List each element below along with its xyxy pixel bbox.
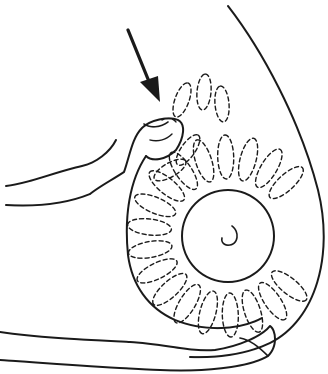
lobule-18 — [134, 254, 181, 288]
lobule-2 — [189, 138, 218, 185]
finger-crease-2 — [150, 134, 172, 141]
arrow-shaft — [128, 30, 150, 84]
lobule-19 — [127, 238, 173, 261]
nipple — [222, 226, 237, 245]
lobule-16 — [169, 281, 205, 327]
support-hand-outline — [0, 326, 275, 370]
lobule-upper-3 — [213, 85, 230, 122]
arrow-down-right-icon — [140, 76, 160, 102]
arm-upper-contour — [6, 140, 116, 186]
lobule-22 — [145, 166, 189, 206]
lobule-20 — [127, 217, 173, 238]
lobule-5 — [251, 145, 287, 191]
areola — [182, 190, 274, 282]
lobule-12 — [254, 279, 292, 324]
lobule-21 — [132, 189, 179, 221]
lobule-11 — [267, 266, 311, 306]
lobule-3 — [217, 135, 234, 179]
lobule-4 — [235, 136, 262, 183]
lobule-14 — [222, 293, 239, 337]
support-hand-thumb — [240, 338, 268, 356]
mammary-lobules — [127, 73, 312, 337]
arm-lower-contour — [6, 194, 90, 206]
lobule-upper-1 — [169, 81, 194, 120]
lobule-upper-2 — [195, 73, 212, 110]
lobule-17 — [148, 269, 191, 311]
lobule-6 — [265, 162, 308, 204]
lobule-13 — [238, 288, 267, 335]
